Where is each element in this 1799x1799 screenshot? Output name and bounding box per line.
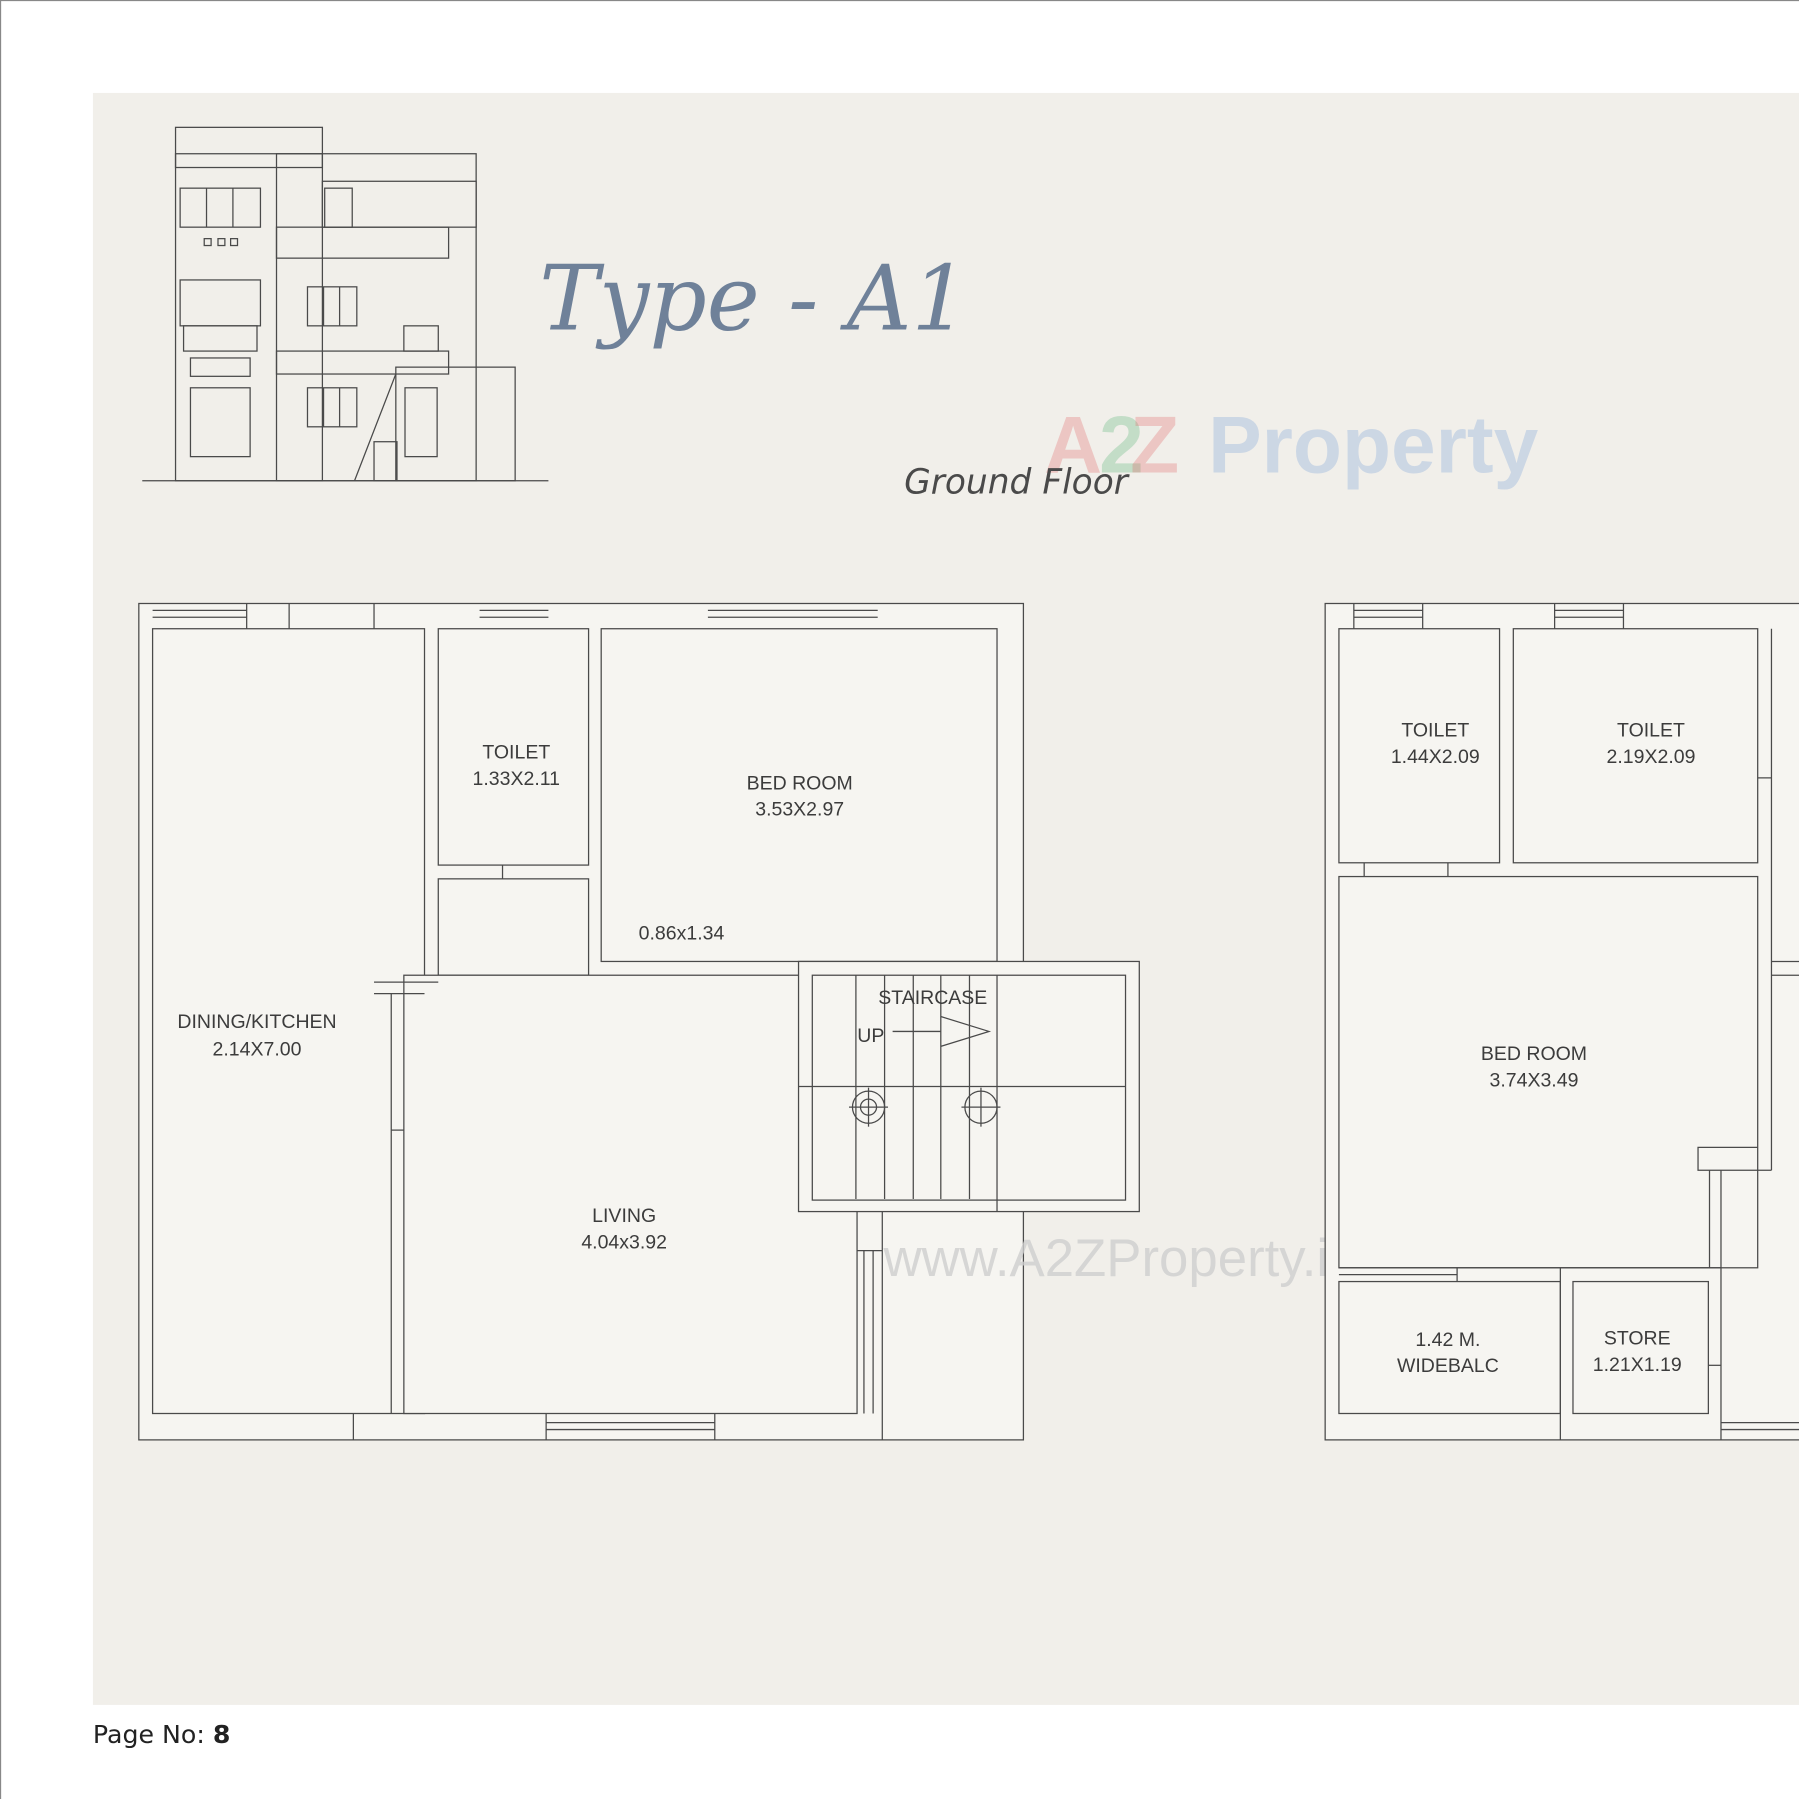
ground-floor-plan-left: TOILET 1.33X2.11 BED ROOM 3.53X2.97 0.86… bbox=[138, 602, 1140, 1441]
page-number: 8 bbox=[213, 1720, 231, 1749]
logo-digit-2: 2 bbox=[1099, 401, 1144, 491]
room-name-balcony: 1.42 M. bbox=[1415, 1329, 1480, 1351]
room-name-toilet-1: TOILET bbox=[1401, 720, 1469, 742]
logo-letter-a: A bbox=[1044, 401, 1102, 491]
page-label: Page No: bbox=[93, 1720, 205, 1749]
logo-letter-z: Z bbox=[1130, 401, 1179, 491]
room-name-bedroom: BED ROOM bbox=[747, 772, 853, 794]
logo-word-property: Property bbox=[1208, 401, 1539, 491]
room-size-dining-kitchen: 2.14X7.00 bbox=[213, 1039, 302, 1061]
room-size-bedroom: 3.53X2.97 bbox=[755, 799, 844, 821]
room-name-staircase: STAIRCASE bbox=[878, 987, 987, 1009]
url-watermark: www.A2ZProperty.in bbox=[882, 1229, 1357, 1288]
floor-plan-right: TOILET 1.44X2.09 TOILET 2.19X2.09 BED RO… bbox=[1324, 602, 1799, 1441]
room-size-bedroom-right: 3.74X3.49 bbox=[1490, 1070, 1579, 1092]
staircase-up-label: UP bbox=[857, 1025, 884, 1047]
room-size-passage: 0.86x1.34 bbox=[639, 923, 725, 945]
room-size-balcony: WIDEBALC bbox=[1397, 1355, 1499, 1377]
room-name-dining-kitchen: DINING/KITCHEN bbox=[177, 1011, 336, 1033]
room-name-bedroom-right: BED ROOM bbox=[1481, 1043, 1587, 1065]
room-name-toilet: TOILET bbox=[482, 741, 550, 763]
room-size-store: 1.21X1.19 bbox=[1593, 1354, 1682, 1376]
room-size-toilet-2: 2.19X2.09 bbox=[1607, 746, 1696, 768]
room-size-toilet-1: 1.44X2.09 bbox=[1391, 746, 1480, 768]
room-size-living: 4.04x3.92 bbox=[581, 1231, 667, 1253]
room-size-toilet: 1.33X2.11 bbox=[473, 768, 560, 790]
plan-type-title: Type - A1 bbox=[539, 247, 968, 351]
room-name-store: STORE bbox=[1604, 1328, 1671, 1350]
building-elevation-drawing bbox=[142, 126, 549, 482]
page-number-footer: Page No: 8 bbox=[93, 1720, 231, 1749]
a2z-property-logo-watermark: A 2 Z Property bbox=[1044, 401, 1539, 491]
room-name-living: LIVING bbox=[592, 1205, 656, 1227]
floor-subtitle: Ground Floor bbox=[904, 462, 1130, 502]
room-name-toilet-2: TOILET bbox=[1617, 720, 1685, 742]
